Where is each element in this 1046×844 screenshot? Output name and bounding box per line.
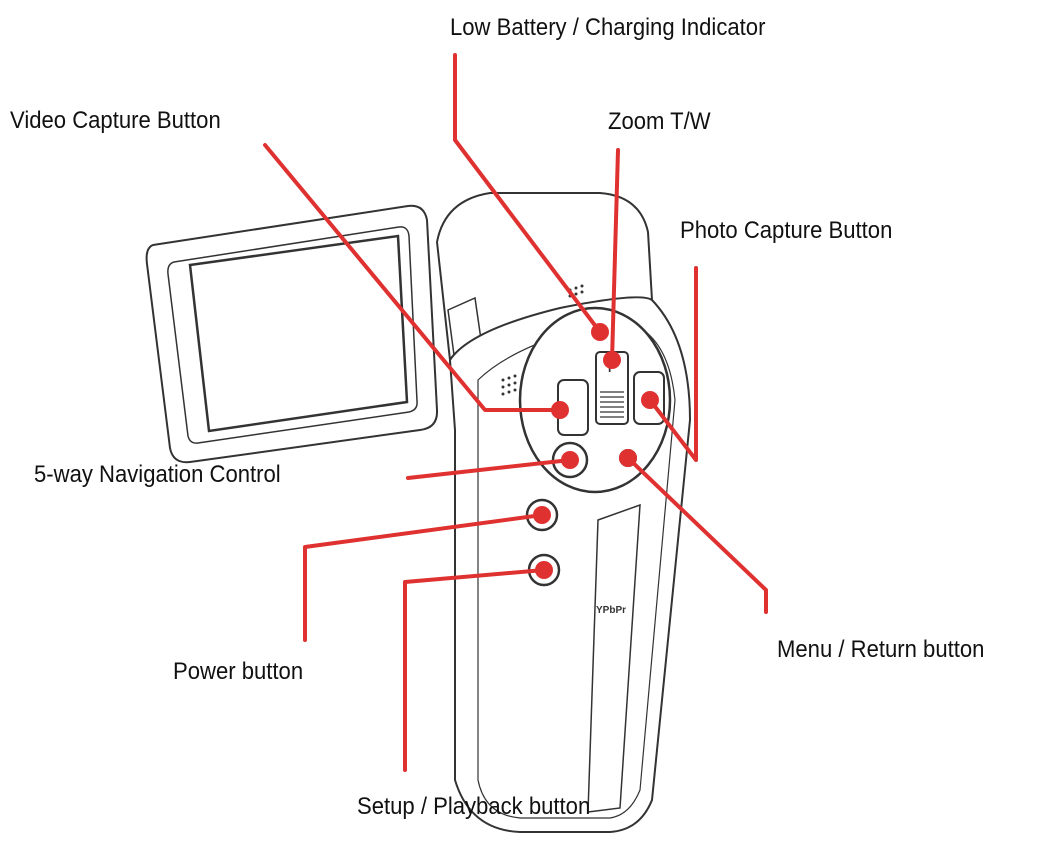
label-setup-playback: Setup / Playback button (357, 793, 591, 820)
label-menu-return: Menu / Return button (777, 636, 985, 663)
camcorder-illustration: T YPbPr (145, 192, 692, 833)
label-low-battery: Low Battery / Charging Indicator (450, 14, 766, 41)
port-door (587, 503, 641, 813)
callout-line-video-capture (263, 143, 562, 412)
callout-line-nav (406, 458, 572, 480)
label-video-capture: Video Capture Button (10, 107, 221, 134)
callout-line-low-battery (453, 53, 602, 334)
callout-line-menu (626, 456, 768, 614)
callout-lines (263, 53, 768, 772)
label-nav-control: 5-way Navigation Control (34, 461, 281, 488)
callout-dot-low-battery (591, 323, 609, 341)
callout-dots (533, 323, 659, 579)
callout-line-photo-capture (648, 266, 698, 462)
callout-dot-setup (535, 561, 553, 579)
callout-dot-menu (619, 449, 637, 467)
callout-line-power (303, 513, 544, 642)
callout-dot-video-capture (551, 401, 569, 419)
label-power: Power button (173, 658, 304, 685)
callout-dot-zoom (603, 351, 621, 369)
label-photo-capture: Photo Capture Button (680, 217, 893, 244)
callout-dot-power (533, 506, 551, 524)
lcd-panel-inner (167, 226, 418, 444)
lcd-screen (188, 234, 409, 433)
ypbpr-port-label: YPbPr (596, 605, 626, 616)
zoom-rocker-ridges (600, 391, 624, 418)
callout-dot-photo-capture (641, 391, 659, 409)
callout-line-setup (403, 568, 546, 772)
label-zoom: Zoom T/W (608, 108, 711, 135)
callout-line-zoom (610, 148, 620, 362)
callout-dot-nav (561, 451, 579, 469)
